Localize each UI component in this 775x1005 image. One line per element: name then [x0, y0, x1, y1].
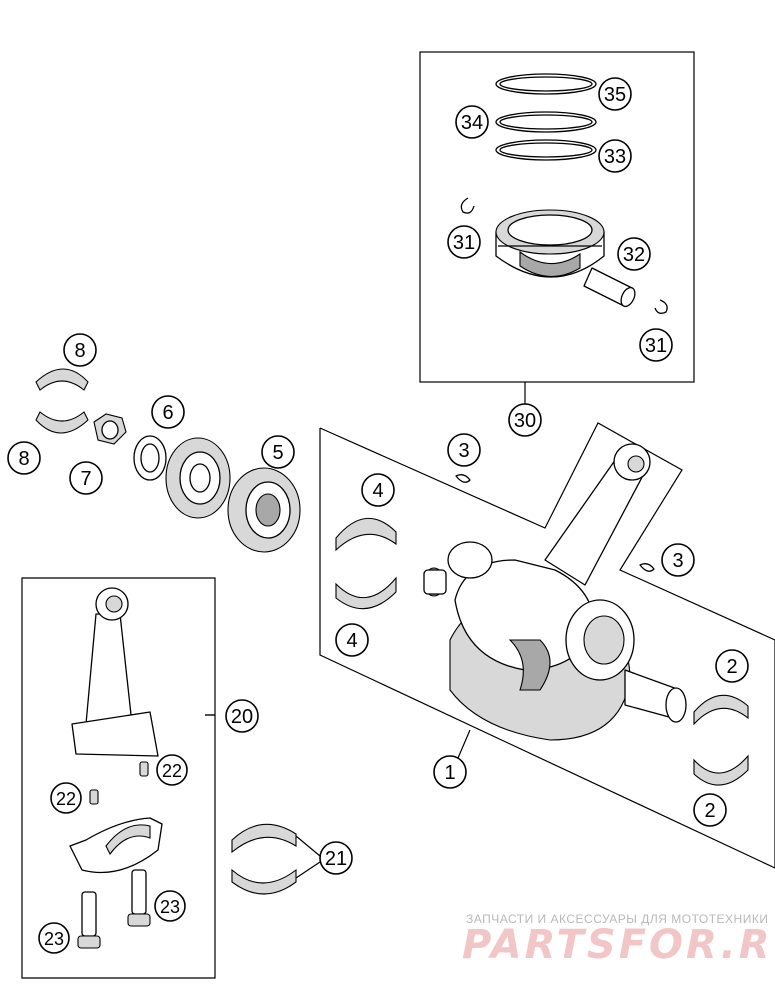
- svg-text:23: 23: [160, 897, 180, 917]
- callout-23-left: 23: [38, 922, 70, 954]
- conrod-bolt-right: [127, 869, 151, 927]
- callout-30: 30: [508, 403, 542, 437]
- svg-text:31: 31: [645, 335, 667, 357]
- svg-text:7: 7: [80, 468, 91, 490]
- callout-22-right: 22: [156, 754, 188, 786]
- callout-35: 35: [598, 77, 632, 111]
- svg-text:2: 2: [726, 656, 737, 678]
- callout-8-top: 8: [63, 333, 97, 367]
- callout-4-bottom: 4: [335, 623, 369, 657]
- callout-8-bottom: 8: [7, 441, 41, 475]
- callout-21: 21: [319, 841, 353, 875]
- thrust-washer-3-top: [455, 474, 471, 483]
- callout-20: 20: [225, 699, 259, 733]
- watermark-tagline: ЗАПЧАСТИ И АКСЕССУАРЫ ДЛЯ МОТОТЕХНИКИ: [466, 912, 768, 926]
- svg-text:3: 3: [458, 440, 469, 462]
- dowel-pin-22-right: [139, 761, 149, 777]
- svg-text:8: 8: [18, 448, 29, 470]
- main-bearing-4-lower: [335, 576, 397, 610]
- svg-text:23: 23: [44, 929, 64, 949]
- svg-text:8: 8: [74, 340, 85, 362]
- crankshaft: [423, 541, 687, 741]
- svg-text:35: 35: [604, 84, 626, 106]
- callout-31-right: 31: [639, 328, 673, 362]
- main-bearing-2-upper: [693, 694, 749, 726]
- callout-3-right: 3: [661, 543, 695, 577]
- gear-sprocket: [165, 437, 231, 519]
- callout-4-top: 4: [361, 473, 395, 507]
- piston-group: [419, 51, 695, 404]
- piston-circlip-top: [460, 197, 475, 214]
- callout-34: 34: [455, 105, 489, 139]
- callout-6: 6: [151, 395, 185, 429]
- svg-text:30: 30: [514, 410, 536, 432]
- bearing-shell-8-upper: [35, 368, 89, 391]
- callout-33: 33: [598, 139, 632, 173]
- watermark: ЗАПЧАСТИ И АКСЕССУАРЫ ДЛЯ МОТОТЕХНИКИ PA…: [462, 912, 775, 968]
- callouts: 35 34 33 31 32 31 30 8 8 7 6 5 3 3 4 4 2…: [7, 77, 749, 954]
- svg-text:4: 4: [372, 480, 383, 502]
- callout-2-top: 2: [715, 649, 749, 683]
- conrod: [71, 587, 159, 757]
- conrod-cap: [69, 817, 163, 874]
- dowel-pin-22-left: [89, 789, 99, 805]
- svg-text:34: 34: [461, 112, 483, 134]
- bearing-shell-8-lower: [35, 411, 89, 434]
- main-bearing-2-lower: [693, 754, 749, 786]
- callout-2-bottom: 2: [693, 793, 727, 827]
- piston-pin: [583, 267, 636, 308]
- piston-group-frame: [419, 51, 695, 383]
- main-bearing-4-upper: [335, 517, 397, 552]
- svg-text:2: 2: [704, 800, 715, 822]
- svg-text:1: 1: [444, 762, 455, 784]
- callout-7: 7: [69, 461, 103, 495]
- piston: [495, 209, 605, 278]
- crankshaft-group: [319, 422, 775, 869]
- crankshaft-conrod: [544, 443, 651, 586]
- svg-text:33: 33: [604, 146, 626, 168]
- svg-text:32: 32: [623, 244, 645, 266]
- gear-cluster: [35, 368, 301, 553]
- svg-text:22: 22: [56, 789, 76, 809]
- conrod-kit: [21, 577, 216, 979]
- callout-1: 1: [433, 755, 467, 789]
- svg-text:20: 20: [231, 706, 253, 728]
- svg-text:5: 5: [272, 442, 283, 464]
- callout-23-right: 23: [154, 890, 186, 922]
- callout-22-left: 22: [50, 782, 82, 814]
- crankshaft-frame: [319, 422, 775, 869]
- callout-32: 32: [617, 237, 651, 271]
- callout-3-top: 3: [447, 433, 481, 467]
- piston-circlip-right: [654, 299, 668, 314]
- thrust-washer-3-right: [639, 563, 655, 572]
- conrod-bolt-left: [77, 891, 101, 949]
- callout-5: 5: [261, 435, 295, 469]
- svg-text:3: 3: [672, 550, 683, 572]
- svg-text:31: 31: [453, 232, 475, 254]
- watermark-brand: PARTSFOR.RU: [462, 922, 775, 968]
- svg-text:21: 21: [325, 848, 347, 870]
- svg-text:4: 4: [346, 630, 357, 652]
- conrod-bearings-21: [231, 823, 321, 895]
- svg-text:6: 6: [162, 402, 173, 424]
- gear-5: [227, 467, 301, 553]
- callout-31-top: 31: [447, 225, 481, 259]
- svg-text:22: 22: [162, 761, 182, 781]
